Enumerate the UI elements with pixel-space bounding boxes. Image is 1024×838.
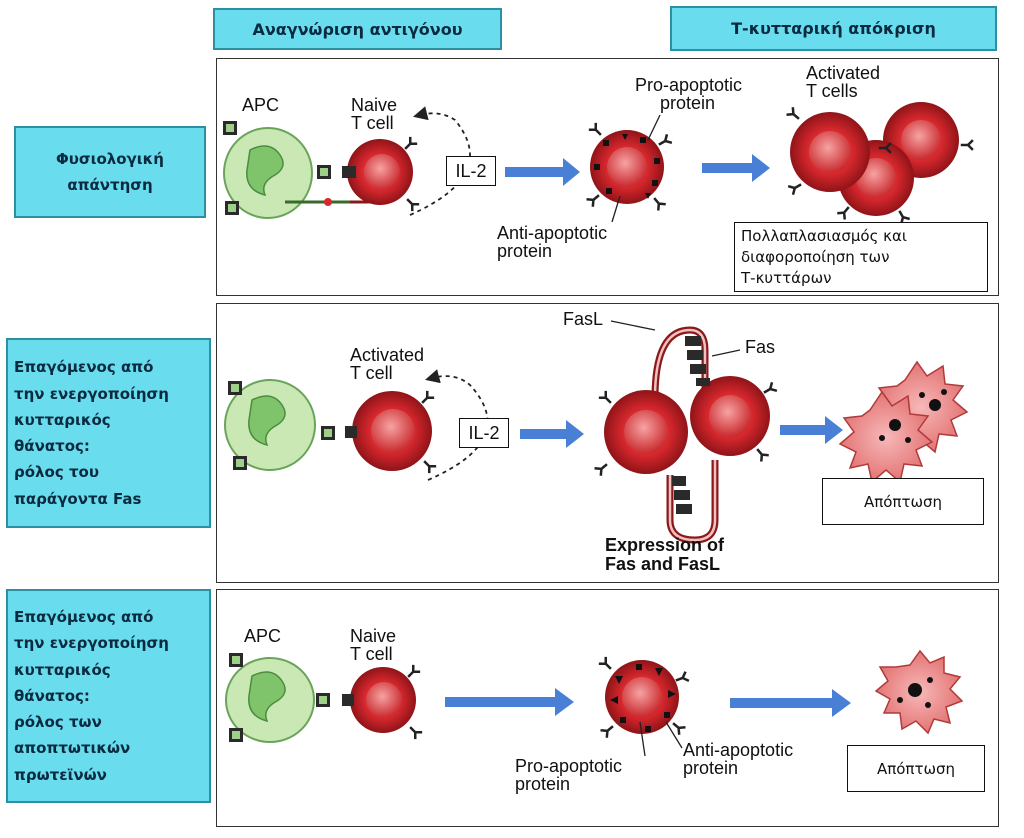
row1-arrow-1 xyxy=(505,158,580,186)
row1-outcome-line: Τ-κυττάρων xyxy=(741,269,832,287)
row3-arrow-2 xyxy=(730,689,851,717)
row1-pro-apoptotic-2: protein xyxy=(660,93,716,113)
row3-apoptotic-protein-cell xyxy=(598,656,690,738)
row1-arrow-2 xyxy=(702,154,770,182)
row3-naive-t-cell xyxy=(342,664,423,740)
row2-fasl-label: FasL xyxy=(563,309,604,329)
row2-apc-cell xyxy=(224,379,335,471)
row3-pro-apoptotic-1: Pro-apoptotic xyxy=(515,756,623,776)
row1-naive-t-cell xyxy=(285,136,420,212)
row1-outcome-box: Πολλαπλασιασμός και διαφοροποίηση των Τ-… xyxy=(734,222,988,292)
row2-outcome-box: Απόπτωση xyxy=(822,478,984,525)
row2-expression-1: Expression of xyxy=(605,535,725,555)
row2-label-line: ρόλος του xyxy=(14,463,99,482)
row2-activated-label-2: T cell xyxy=(350,363,393,383)
row1-activated-1: Activated xyxy=(806,63,881,83)
row1-apoptotic-protein-cell xyxy=(586,122,672,211)
row3-apc-cell xyxy=(225,653,330,743)
row2-arrow-1 xyxy=(520,420,584,448)
row2-label-line: παράγοντα Fas xyxy=(14,489,142,508)
row3-apoptotic-cell xyxy=(874,649,964,735)
row2-fas-leader xyxy=(711,349,741,357)
header-antigen-recognition-text: Αναγνώριση αντιγόνου xyxy=(252,19,463,39)
row1-label-line: Φυσιολογική xyxy=(56,149,164,168)
row2-activated-label-1: Activated xyxy=(350,345,425,365)
row3-apc-label: APC xyxy=(244,626,282,646)
row1-anti-apoptotic-2: protein xyxy=(497,241,553,261)
row3-pro-apoptotic-2: protein xyxy=(515,774,571,794)
row2-fas-label: Fas xyxy=(745,337,776,357)
row1-apc-cell xyxy=(223,121,331,219)
row1-anti-apoptotic-1: Anti-apoptotic xyxy=(497,223,608,243)
row2-fasl-leader xyxy=(610,320,656,331)
row2-il2-label: IL-2 xyxy=(468,422,500,443)
row2-il2-box: IL-2 xyxy=(459,418,509,448)
header-t-cell-response: Τ-κυτταρική απόκριση xyxy=(670,6,997,51)
header-t-cell-response-text: Τ-κυτταρική απόκριση xyxy=(731,19,936,38)
row3-outcome-label: Απόπτωση xyxy=(876,759,956,778)
row1-label: Φυσιολογική απάντηση xyxy=(14,126,206,218)
row3-label-line: Επαγόμενος από xyxy=(14,608,154,627)
row3-label-line: πρωτεϊνών xyxy=(14,765,107,784)
row3-naive-label-1: Naive xyxy=(350,626,397,646)
row1-apc-label: APC xyxy=(242,95,280,115)
row1-naive-label-1: Naive xyxy=(351,95,398,115)
row1-naive-label-2: T cell xyxy=(351,113,394,133)
row1-outcome-line: διαφοροποίηση των xyxy=(741,248,890,266)
row1-label-line: απάντηση xyxy=(67,176,153,194)
row3-label-line: ρόλος των xyxy=(14,713,102,732)
row3-outcome-box: Απόπτωση xyxy=(847,745,985,792)
header-antigen-recognition: Αναγνώριση αντιγόνου xyxy=(213,8,502,50)
row3-anti-apoptotic-2: protein xyxy=(683,758,739,778)
row3-label-line: αποπτωτικών xyxy=(14,739,131,758)
row1-outcome-line: Πολλαπλασιασμός και xyxy=(741,227,907,245)
row2-label-line: κυτταρικός xyxy=(14,410,111,429)
row2-il2-loop xyxy=(425,369,489,481)
row1-pro-apoptotic-1: Pro-apoptotic xyxy=(635,75,743,95)
row2-label-line: την ενεργοποίηση xyxy=(14,384,169,403)
row1-il2-box: IL-2 xyxy=(446,156,496,186)
row3-naive-label-2: T cell xyxy=(350,644,393,664)
row1-il2-label: IL-2 xyxy=(455,160,487,181)
row3-label-line: την ενεργοποίηση xyxy=(14,634,169,653)
row1-activated-t-cells xyxy=(786,102,974,224)
row2-fas-fasl-cells xyxy=(594,326,777,544)
row1-il2-loop xyxy=(409,106,471,216)
row2-activated-t-cell xyxy=(345,390,437,474)
row2-label-line: θάνατος: xyxy=(14,437,90,455)
row2-label: Επαγόμενος από την ενεργοποίηση κυτταρικ… xyxy=(6,338,211,528)
row2-apoptotic-cells xyxy=(838,360,969,484)
row2-outcome-label: Απόπτωση xyxy=(863,492,943,511)
row2-expression-2: Fas and FasL xyxy=(605,554,721,574)
row3-arrow-1 xyxy=(445,688,574,716)
row3-label: Επαγόμενος από την ενεργοποίηση κυτταρικ… xyxy=(6,589,211,803)
row3-label-line: θάνατος: xyxy=(14,686,90,705)
row2-label-line: Επαγόμενος από xyxy=(14,358,154,377)
row1-activated-2: T cells xyxy=(806,81,858,101)
row3-anti-apoptotic-1: Anti-apoptotic xyxy=(683,740,794,760)
row3-label-line: κυτταρικός xyxy=(14,660,111,679)
row2-arrow-2 xyxy=(780,416,843,444)
